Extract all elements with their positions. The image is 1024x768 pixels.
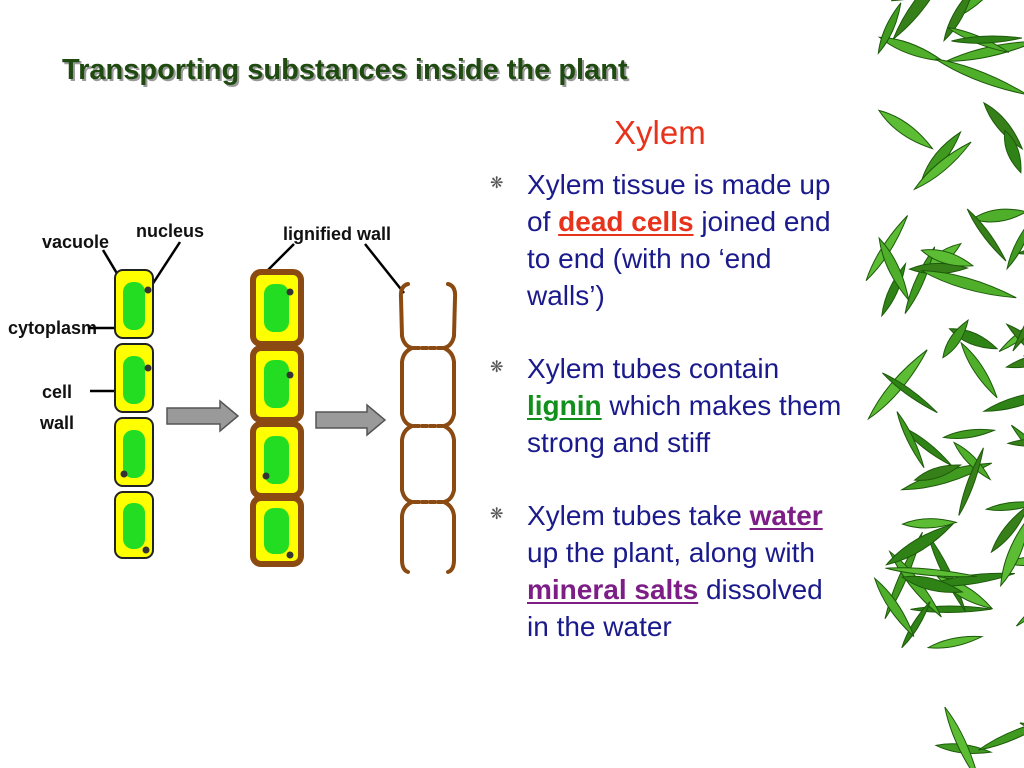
lignified-cell <box>250 269 304 347</box>
bamboo-leaf <box>901 518 958 529</box>
living-cell <box>114 269 154 339</box>
bamboo-leaf <box>941 428 997 440</box>
bamboo-leaf <box>1016 581 1024 627</box>
asterisk-bullet-icon: ❋ <box>490 359 504 376</box>
bamboo-leaf <box>1006 216 1024 271</box>
bamboo-leaf <box>878 236 910 302</box>
label-cell-wall-2: wall <box>39 413 74 433</box>
bamboo-leaf <box>896 411 925 469</box>
label-vacuole: vacuole <box>42 232 109 252</box>
lignified-cell <box>250 495 304 567</box>
bamboo-leaf <box>885 523 955 566</box>
bamboo-leaf <box>892 0 952 41</box>
bullet-text: which makes them strong and stiff <box>527 390 842 458</box>
bullet-text: joined end to end (with no ‘end walls’) <box>527 206 831 311</box>
bamboo-leaf <box>882 372 938 414</box>
bamboo-leaf <box>990 503 1024 554</box>
bamboo-leaf <box>1010 424 1024 498</box>
bamboo-leaf <box>913 464 963 481</box>
label-nucleus: nucleus <box>136 221 204 241</box>
xylem-formation-diagram: vacuole nucleus cytoplasm cell wall lign… <box>8 221 458 574</box>
bamboo-leaf <box>971 208 1024 223</box>
bamboo-leaf <box>901 575 964 593</box>
bamboo-leaf <box>1003 129 1022 174</box>
bamboo-leaf <box>1006 438 1024 447</box>
term-water: water <box>749 500 823 531</box>
bamboo-leaf <box>942 319 969 359</box>
bamboo-leaf <box>951 35 1022 44</box>
bamboo-leaf <box>881 261 907 318</box>
bamboo-leaf <box>926 635 984 649</box>
bamboo-leaf <box>927 534 967 613</box>
bamboo-leaf <box>912 141 972 191</box>
bamboo-leaf <box>960 341 998 399</box>
bamboo-leaf <box>885 567 977 578</box>
living-cell <box>114 491 154 559</box>
bamboo-leaf <box>920 249 975 267</box>
bamboo-leaf <box>958 447 984 516</box>
bamboo-leaf <box>877 109 934 150</box>
bamboo-leaf <box>904 246 936 314</box>
term-lignin: lignin <box>527 390 602 421</box>
bullet-text: Xylem tubes contain <box>527 353 780 384</box>
term-dead-cells: dead cells <box>558 206 694 237</box>
label-cytoplasm: cytoplasm <box>8 318 97 338</box>
bamboo-leaf <box>901 601 931 649</box>
lignified-cell <box>250 421 304 499</box>
living-cell <box>114 343 154 413</box>
bamboo-leaf <box>1005 352 1024 369</box>
living-cell <box>114 417 154 487</box>
section-heading-xylem: Xylem <box>614 114 706 151</box>
label-lignified-wall: lignified wall <box>283 224 391 244</box>
xylem-vessel <box>398 282 458 574</box>
asterisk-bullet-icon: ❋ <box>490 506 504 523</box>
bullet-text: Xylem tissue is made up of <box>527 169 831 237</box>
bamboo-leaves-decoration <box>865 0 1024 768</box>
bullet-list: ❋ Xylem tissue is made up of dead cells … <box>490 166 850 645</box>
bamboo-leaf <box>984 501 1024 511</box>
bamboo-leaf <box>982 390 1024 412</box>
slide-title: Transporting substances inside the plant <box>62 54 628 86</box>
bullet-item-lignin: ❋ Xylem tubes contain lignin which makes… <box>490 350 850 461</box>
bullet-item-dead-cells: ❋ Xylem tissue is made up of dead cells … <box>490 166 850 314</box>
arrow-right-icon <box>315 403 387 437</box>
bullet-text: dissolved in the water <box>527 574 823 642</box>
bamboo-leaf <box>952 441 992 481</box>
bamboo-leaf <box>978 718 1024 751</box>
bamboo-leaf <box>966 208 1007 262</box>
bullet-item-water: ❋ Xylem tubes take water up the plant, a… <box>490 497 850 645</box>
bamboo-leaf <box>945 40 1024 62</box>
bamboo-leaf <box>1000 513 1024 588</box>
bamboo-leaf <box>873 576 915 637</box>
lignified-cell <box>250 345 304 423</box>
bamboo-leaf <box>983 101 1024 151</box>
term-mineral-salts: mineral salts <box>527 574 699 605</box>
bullet-text: Xylem tubes take <box>527 500 750 531</box>
bamboo-leaf <box>935 58 1024 96</box>
bamboo-leaf <box>877 2 902 55</box>
bamboo-leaf <box>944 706 980 768</box>
bullet-text: up the plant, along with <box>527 537 815 568</box>
bamboo-leaf <box>1019 722 1024 755</box>
lignifying-cell-column <box>250 269 304 567</box>
bamboo-leaf <box>943 0 975 43</box>
label-cell-wall-1: cell <box>42 382 72 402</box>
arrow-right-icon <box>166 399 240 433</box>
bamboo-leaf <box>921 270 1017 299</box>
asterisk-bullet-icon: ❋ <box>490 175 504 192</box>
living-cell-column <box>114 269 154 559</box>
